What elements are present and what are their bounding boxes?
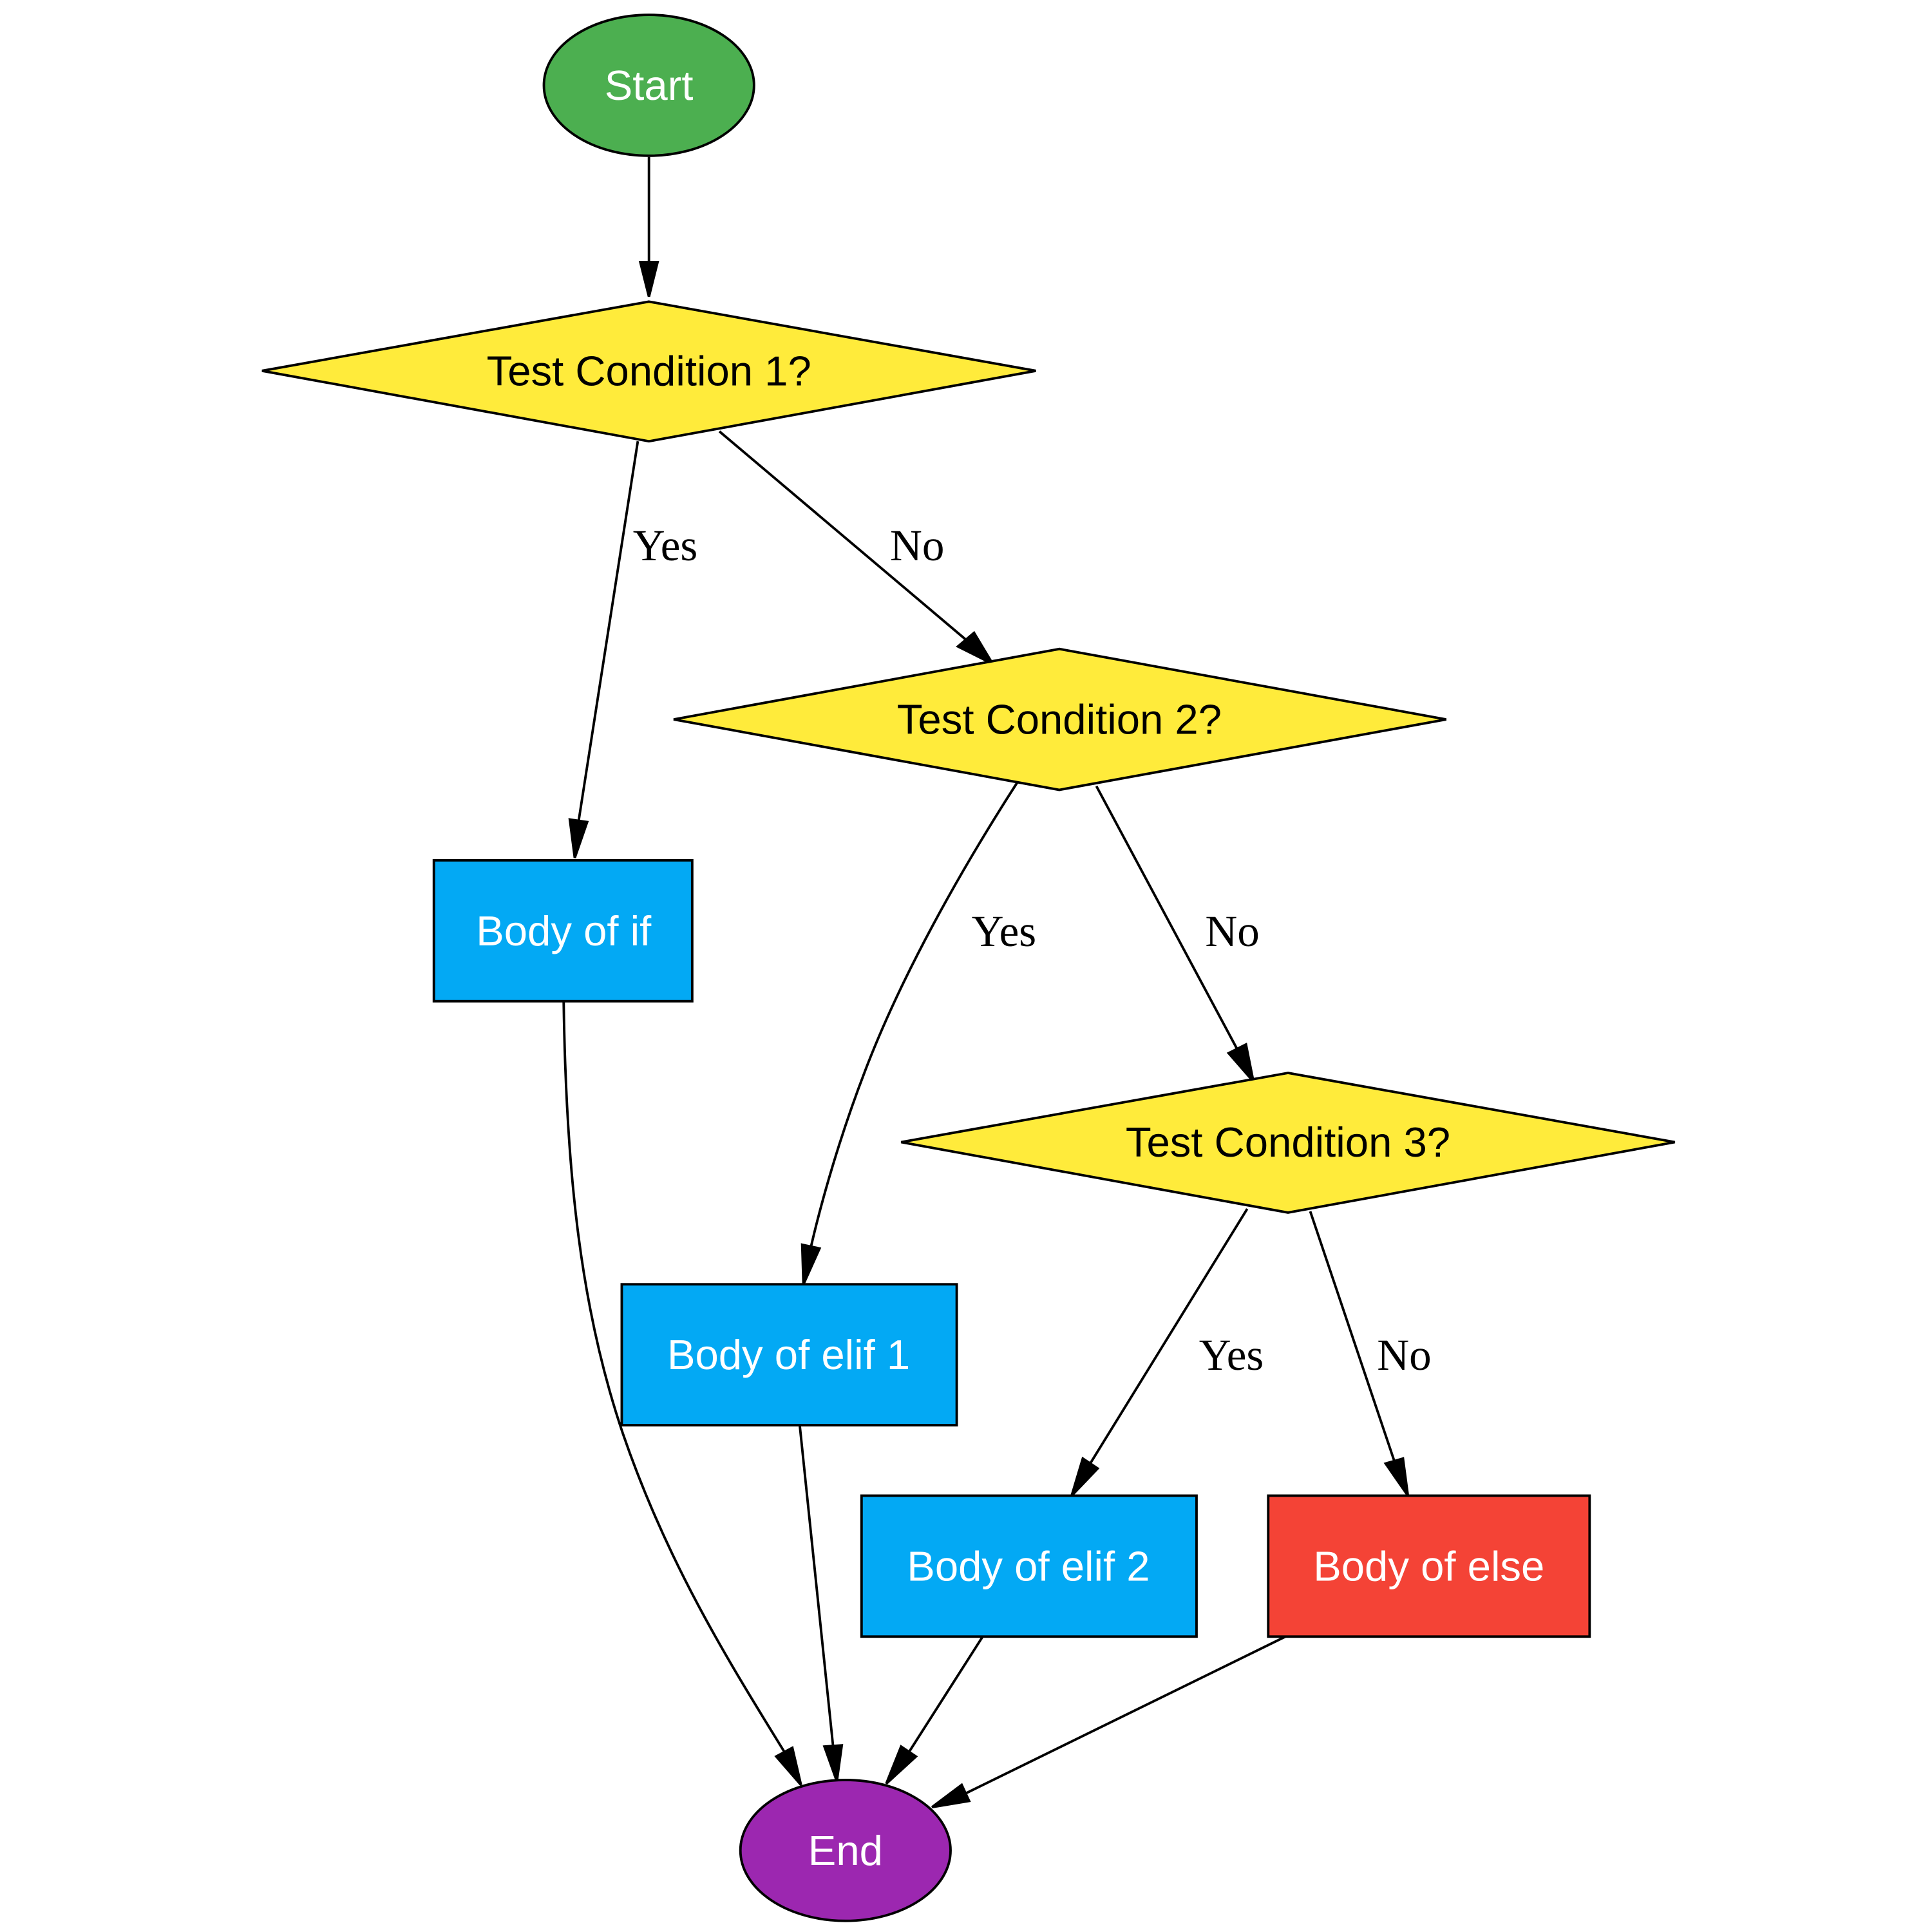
edge-label-yes: Yes — [972, 906, 1037, 956]
node-body-elif2[interactable]: Body of elif 2 — [860, 1494, 1198, 1638]
node-cond1[interactable]: Test Condition 1? — [261, 300, 1036, 443]
edge-body-elif2-to-end — [885, 1636, 984, 1785]
node-end[interactable]: End — [739, 1778, 952, 1922]
edge-cond2-to-body-elif1: Yes — [800, 781, 1037, 1285]
edge-cond1-to-cond2: No — [718, 430, 996, 667]
node-label: Test Condition 1? — [487, 347, 811, 394]
edge-label-no: No — [890, 520, 944, 570]
edge-body-elif1-to-end — [798, 1425, 844, 1782]
node-start[interactable]: Start — [542, 14, 755, 157]
node-cond2[interactable]: Test Condition 2? — [673, 647, 1447, 791]
node-label: Test Condition 3? — [1126, 1119, 1450, 1166]
process-box — [620, 1283, 958, 1426]
nodes: Start Test Condition 1? Test Condition 2… — [261, 14, 1676, 1922]
edge-cond1-to-body-if: Yes — [568, 440, 698, 858]
node-body-if[interactable]: Body of if — [432, 858, 694, 1003]
edge-label-yes: Yes — [1199, 1330, 1264, 1379]
edge-label-yes: Yes — [633, 520, 698, 570]
start-ellipse — [542, 14, 755, 157]
node-label: Body of else — [1313, 1542, 1544, 1589]
node-label: Start — [605, 62, 694, 109]
else-box — [1267, 1494, 1591, 1638]
end-ellipse — [739, 1778, 952, 1922]
edge-cond2-to-cond3: No — [1095, 785, 1260, 1086]
decision-diamond — [673, 647, 1447, 791]
node-label: Body of elif 1 — [667, 1331, 910, 1378]
edge-label-no: No — [1377, 1330, 1431, 1379]
edges: Yes No Yes No Yes No — [562, 156, 1432, 1809]
process-box — [860, 1494, 1198, 1638]
decision-diamond — [900, 1072, 1676, 1214]
node-cond3[interactable]: Test Condition 3? — [900, 1072, 1676, 1214]
node-label: Body of if — [476, 907, 652, 954]
node-body-elif1[interactable]: Body of elif 1 — [620, 1283, 958, 1426]
decision-diamond — [261, 300, 1036, 443]
edge-label-no: No — [1205, 906, 1259, 956]
node-label: Body of elif 2 — [907, 1542, 1150, 1589]
edge-body-else-to-end — [931, 1635, 1287, 1809]
node-body-else[interactable]: Body of else — [1267, 1494, 1591, 1638]
node-label: End — [808, 1827, 883, 1874]
node-label: Test Condition 2? — [897, 696, 1222, 743]
edge-cond3-to-body-else: No — [1309, 1211, 1432, 1497]
edge-start-to-cond1 — [638, 156, 659, 298]
process-box — [432, 858, 694, 1003]
edge-cond3-to-body-elif2: Yes — [1070, 1208, 1264, 1497]
edge-body-if-to-end — [562, 1001, 802, 1786]
